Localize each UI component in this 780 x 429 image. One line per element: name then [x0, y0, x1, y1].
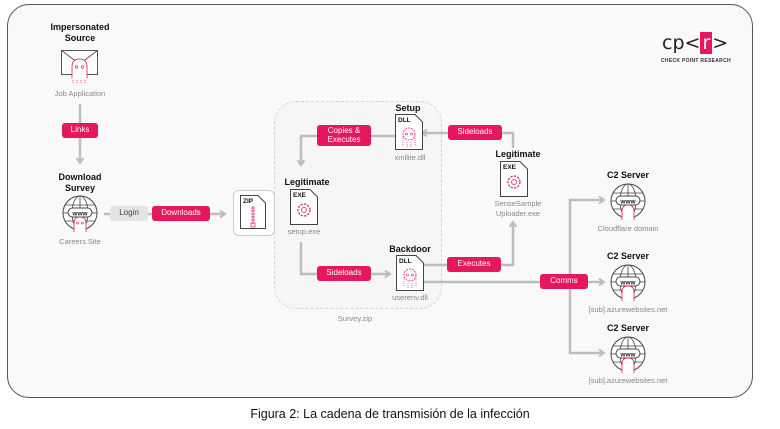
edge-label-login: Login: [110, 206, 148, 221]
globe-www-ghost-icon: www: [610, 336, 646, 373]
zip-file-icon: ZIP: [240, 195, 266, 229]
download-title-line2: Survey: [64, 183, 96, 193]
globe-www-ghost-icon: www: [62, 195, 98, 232]
c2-3-title: C2 Server: [606, 323, 650, 333]
edge-label-comms: Comms: [540, 274, 588, 289]
envelope-ghost-icon: [61, 50, 98, 83]
legit-setup-title: Legitimate: [284, 177, 330, 187]
copies-line2: Executes: [327, 134, 361, 144]
source-title: Impersonated Source: [30, 22, 130, 44]
backdoor-label: userenv.dll: [392, 293, 428, 302]
c2-3-label: [sub].azurewebsites.net: [588, 376, 668, 385]
exe-gear-icon: EXE: [290, 189, 318, 225]
copies-line1: Copies &: [327, 125, 361, 135]
uploader-label-line2: Uploader.exe: [495, 209, 541, 218]
svg-text:www: www: [71, 211, 88, 218]
edge-label-executes: Executes: [447, 257, 501, 272]
edge-label-downloads: Downloads: [152, 206, 210, 221]
download-title: Download Survey: [30, 172, 130, 194]
figure-caption: Figura 2: La cadena de transmisión de la…: [250, 407, 530, 421]
legit-setup-label: setup.exe: [287, 227, 321, 236]
logo-prefix: cp<: [662, 32, 701, 54]
edge-comms-c2-3: [568, 282, 604, 353]
dll-ghost-icon: DLL: [395, 114, 423, 150]
legit-uploader-tag: EXE: [503, 164, 517, 171]
logo-suffix: >: [712, 32, 729, 54]
setup-dll-label: xmllite.dll: [394, 153, 426, 162]
dll-ghost-icon: DLL: [396, 255, 424, 291]
setup-dll-title: Setup: [395, 103, 421, 113]
backdoor-tag: DLL: [399, 258, 412, 265]
globe-www-ghost-icon: www: [610, 264, 646, 301]
edge-label-copies-executes: Copies &Executes: [317, 125, 371, 146]
legit-uploader-label: SenseSample Uploader.exe: [474, 199, 562, 219]
download-title-line1: Download: [58, 172, 102, 182]
uploader-label-line1: SenseSample: [494, 199, 542, 208]
c2-2-title: C2 Server: [606, 251, 650, 261]
source-title-line1: Impersonated: [50, 22, 110, 32]
c2-1-label: Cloudflare domain: [597, 224, 659, 233]
edge-label-sideloads-bottom: Sideloads: [317, 266, 371, 281]
svg-text:www: www: [619, 352, 636, 359]
backdoor-title: Backdoor: [389, 244, 431, 254]
edge-comms-c2-1: [568, 200, 604, 282]
legit-uploader-title: Legitimate: [495, 149, 541, 159]
zip-tag: ZIP: [243, 198, 254, 205]
logo-tagline: CHECK POINT RESEARCH: [661, 58, 731, 64]
edge-label-sideloads-top: Sideloads: [448, 125, 502, 140]
svg-text:www: www: [619, 199, 636, 206]
setup-dll-tag: DLL: [398, 117, 411, 124]
cpr-logo: cp<r>: [662, 32, 728, 54]
survey-zip-label: Survey.zip: [337, 314, 373, 323]
globe-www-ghost-icon: www: [610, 183, 646, 220]
source-label: Job Application: [54, 89, 106, 98]
svg-text:www: www: [619, 280, 636, 287]
c2-1-title: C2 Server: [606, 170, 650, 180]
edge-label-links: Links: [62, 123, 98, 138]
download-label: Careers Site: [59, 237, 101, 246]
c2-2-label: [sub].azurewebsites.net: [588, 305, 668, 314]
source-title-line2: Source: [64, 33, 96, 43]
legit-setup-tag: EXE: [293, 192, 307, 199]
logo-accent: r: [700, 32, 713, 54]
exe-gear-icon: EXE: [500, 161, 528, 197]
